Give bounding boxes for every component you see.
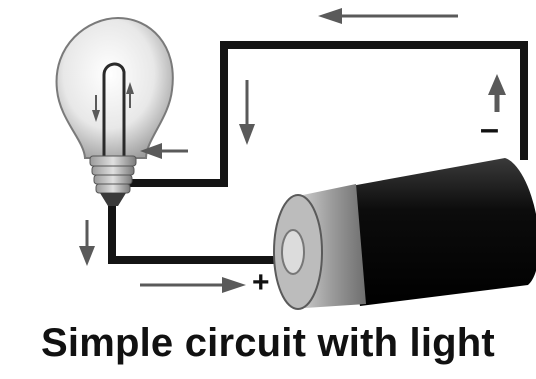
arrow-filament-right: [126, 82, 134, 108]
positive-terminal-label: +: [252, 266, 270, 299]
bulb-filament: [102, 62, 126, 160]
arrow-into-base: [140, 143, 188, 159]
arrow-down-wire: [239, 80, 255, 145]
battery-body: [340, 158, 536, 306]
battery-terminal: [281, 229, 305, 275]
battery: [273, 158, 536, 310]
diagram-caption: Simple circuit with light: [41, 321, 495, 365]
wires: [108, 41, 528, 264]
arrow-down-bottom: [79, 220, 95, 266]
arrow-top-left: [318, 8, 458, 24]
arrow-filament-left: [92, 95, 100, 122]
current-arrows: [79, 8, 506, 293]
arrow-to-plus: [140, 277, 246, 293]
bulb-screw-base: [89, 155, 137, 206]
negative-terminal-label: –: [480, 110, 499, 148]
arrow-up-right: [488, 74, 506, 112]
top-wire: [122, 41, 528, 187]
light-bulb: [55, 16, 174, 206]
bottom-wire: [108, 205, 283, 264]
bulb-glass: [55, 16, 174, 159]
